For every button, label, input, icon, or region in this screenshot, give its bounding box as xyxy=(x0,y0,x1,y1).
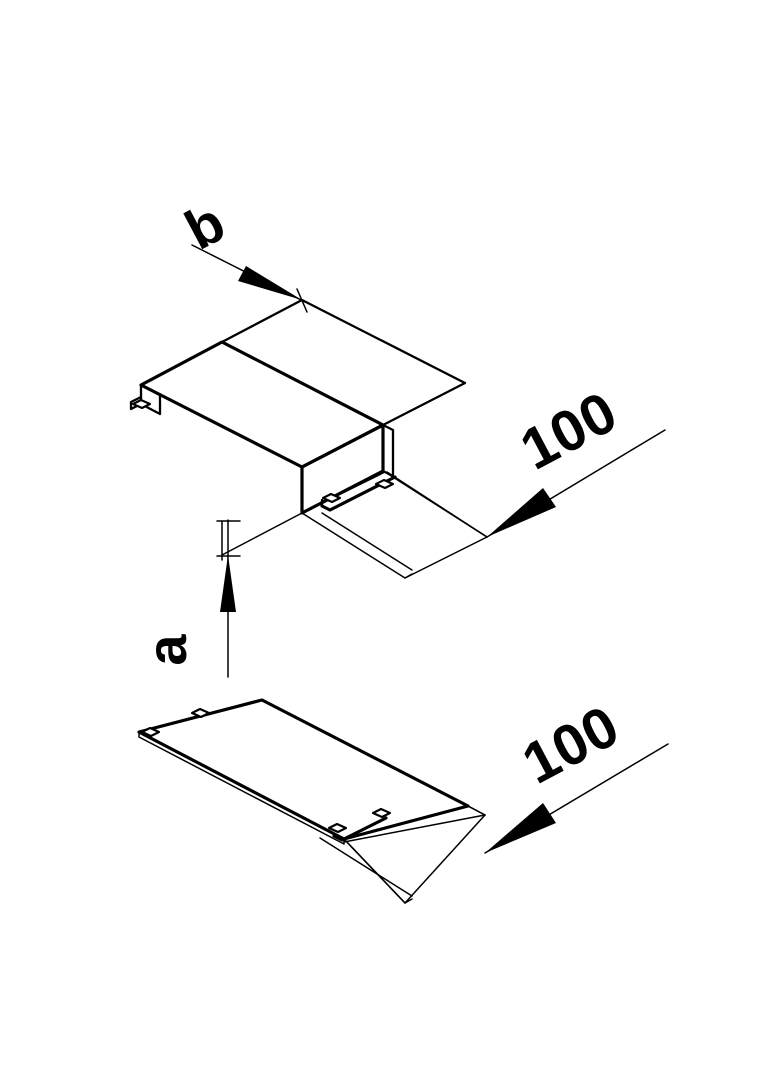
lower-plate-branch-pad-edge xyxy=(343,838,406,904)
dimension-100-upper-ext-line-b xyxy=(404,573,413,579)
dimension-100-lower-base-line xyxy=(319,837,413,897)
lower-base-plate xyxy=(137,698,486,904)
slot-mark-branch-right xyxy=(374,478,395,490)
callout-a-group: a xyxy=(135,519,241,678)
dimension-100-lower-ext-line-a xyxy=(343,814,486,843)
upper-cover-left-flange-lip xyxy=(129,395,143,411)
dimension-100-lower-ext-line-b xyxy=(404,898,413,904)
slot-mark-lower-branch-right xyxy=(371,807,392,819)
callout-a-arrowhead xyxy=(220,555,236,612)
callout-a-label: a xyxy=(135,634,198,666)
dimension-100-upper-ext-line-a xyxy=(386,471,488,538)
upper-cover-assembly xyxy=(129,298,488,579)
slot-mark-lower-left-b xyxy=(190,707,211,719)
dimension-100-upper-base-line xyxy=(321,512,413,571)
lower-plate-branch-pad-corner xyxy=(467,805,486,816)
upper-underside-left-run xyxy=(221,512,303,556)
slot-mark-lower-branch-left xyxy=(327,822,348,834)
dimension-100-upper-arrowhead xyxy=(487,488,556,537)
dimension-100-lower-arrowhead xyxy=(485,803,556,853)
slot-mark-lower-left-a xyxy=(140,726,161,738)
upper-branch-inner-step xyxy=(320,475,397,512)
slot-mark-left-flange xyxy=(131,398,152,410)
callout-b-target-tick xyxy=(296,288,308,313)
callout-b-arrowhead xyxy=(238,266,302,300)
lower-plate-inner-step xyxy=(332,816,388,842)
slot-mark-branch-left xyxy=(321,492,342,504)
